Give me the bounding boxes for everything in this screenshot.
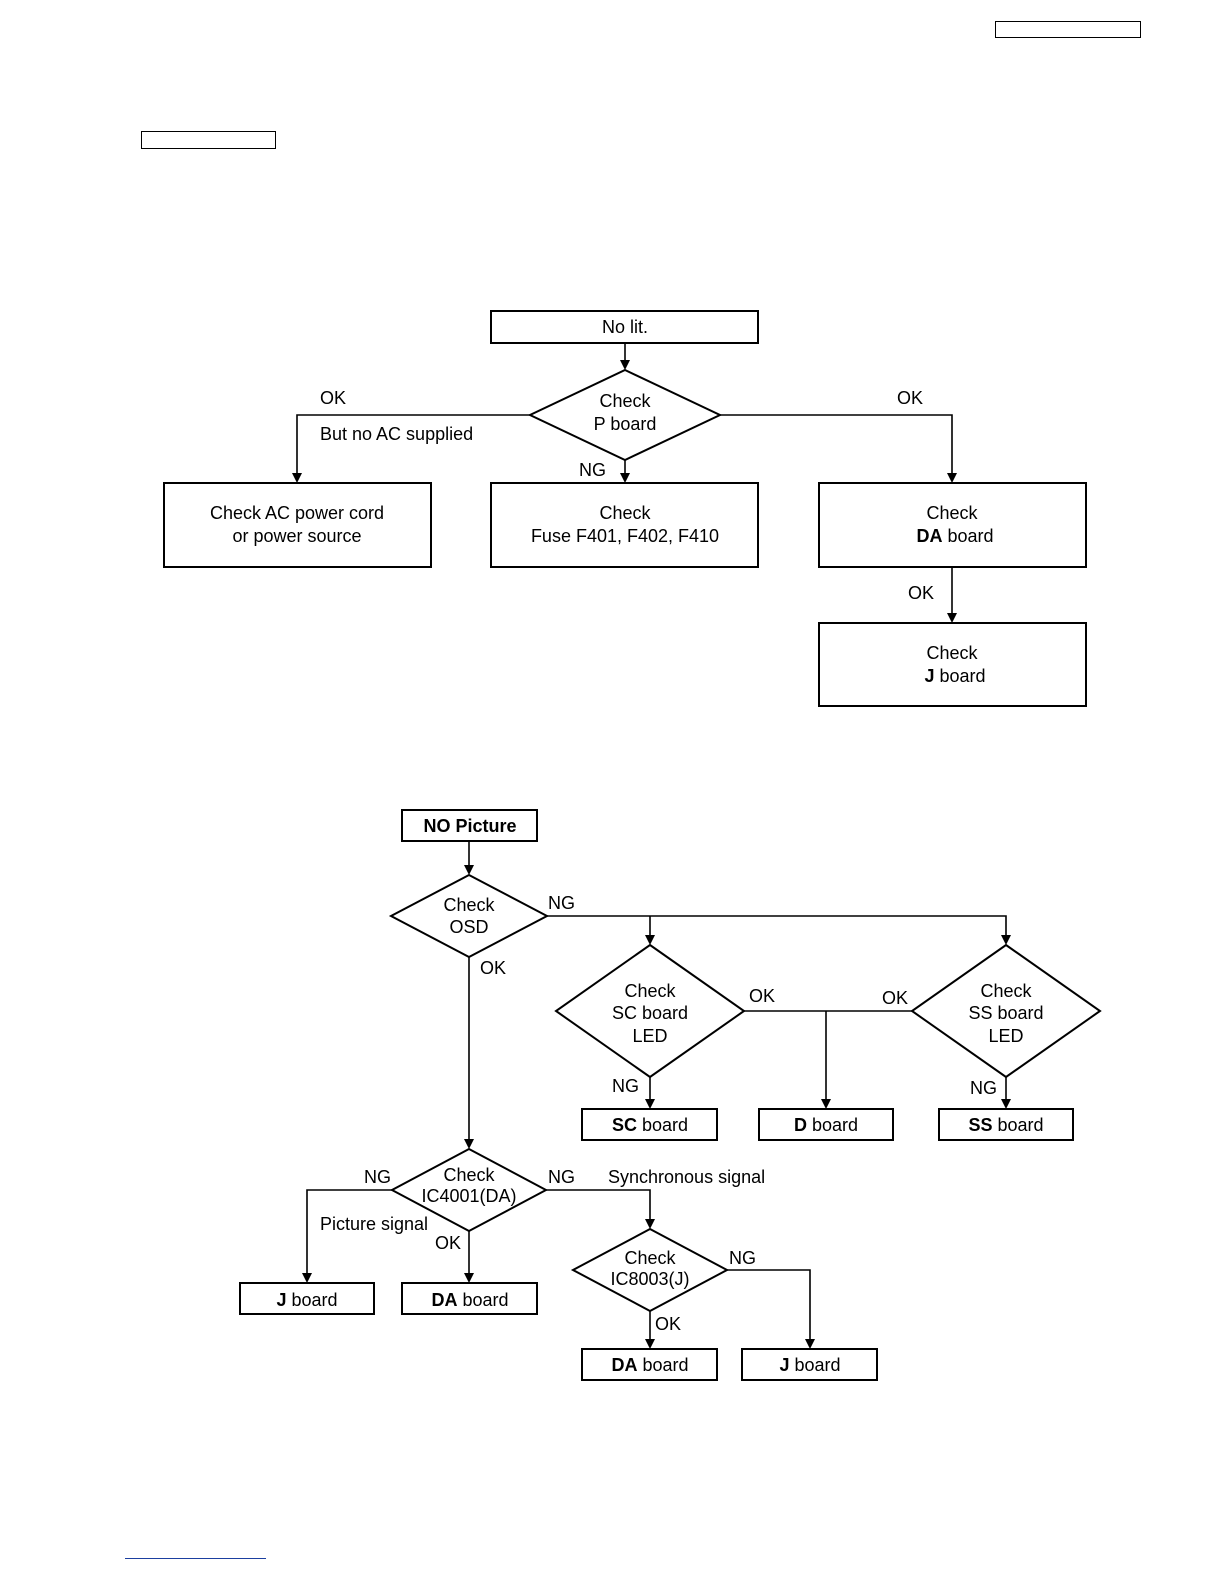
label-ok-osd: OK xyxy=(480,958,506,978)
box-check-fuse xyxy=(490,482,759,568)
da-box-line2: DA board xyxy=(916,526,993,546)
decision-osd-line1: Check xyxy=(443,895,495,915)
decision-p-line1: Check xyxy=(599,391,651,411)
arrow-down xyxy=(620,360,630,370)
decision-ss-line2: SS board xyxy=(968,1003,1043,1023)
arrow-down xyxy=(292,473,302,483)
j-box-line2: J board xyxy=(924,666,985,686)
label-ok-sc: OK xyxy=(749,986,775,1006)
arrow-down xyxy=(1001,935,1011,945)
da-board-2-label: DA board xyxy=(611,1355,688,1375)
box-da-board-1 xyxy=(401,1282,538,1315)
label-ng-ic4001-right: NG xyxy=(548,1167,575,1187)
decision-osd-line2: OSD xyxy=(449,917,488,937)
label-ok-ic8003: OK xyxy=(655,1314,681,1334)
arrow-down xyxy=(821,1099,831,1109)
footer-link-line xyxy=(125,1558,266,1559)
label-ng-down: NG xyxy=(579,460,606,480)
label-synchronous-signal: Synchronous signal xyxy=(608,1167,765,1187)
decision-sc-line3: LED xyxy=(632,1026,667,1046)
decision-ss-line1: Check xyxy=(980,981,1032,1001)
box-sc-board xyxy=(581,1108,718,1141)
box-j-board-1 xyxy=(239,1282,375,1315)
start-label-no-picture: NO Picture xyxy=(423,816,516,836)
box-da-board-2 xyxy=(581,1348,718,1381)
label-ng-osd: NG xyxy=(548,893,575,913)
arrow-down xyxy=(302,1273,312,1283)
decision-ic8003-line2: IC8003(J) xyxy=(610,1269,689,1289)
label-ng-ic4001-left: NG xyxy=(364,1167,391,1187)
ac-box-line2: or power source xyxy=(232,526,361,546)
header-label-box-right xyxy=(995,21,1141,38)
start-box-no-picture xyxy=(401,809,538,842)
da-box-line1: Check xyxy=(926,503,978,523)
box-check-ac-power xyxy=(163,482,432,568)
label-ng-ic8003: NG xyxy=(729,1248,756,1268)
box-check-j-board xyxy=(818,622,1087,707)
label-ok-ic4001: OK xyxy=(435,1233,461,1253)
ss-board-label: SS board xyxy=(968,1115,1043,1135)
arrow-down xyxy=(645,1219,655,1229)
flowchart-no-picture: NO Picture Check OSD NG OK Check SC boar… xyxy=(239,809,1102,1381)
arrow-down xyxy=(805,1339,815,1349)
box-ss-board xyxy=(938,1108,1074,1141)
da-board-1-label: DA board xyxy=(431,1290,508,1310)
arrow-down xyxy=(620,473,630,483)
decision-check-osd xyxy=(388,873,550,959)
ac-box-line1: Check AC power cord xyxy=(210,503,384,523)
j-board-2-label: J board xyxy=(779,1355,840,1375)
start-box-no-lit xyxy=(490,310,759,344)
arrow-down xyxy=(464,1139,474,1149)
start-label-no-lit: No lit. xyxy=(602,317,648,337)
j-box-line1: Check xyxy=(926,643,978,663)
decision-ic8003-line1: Check xyxy=(624,1248,676,1268)
section-label-box xyxy=(141,131,276,149)
arrow-down xyxy=(645,1339,655,1349)
label-ok-left: OK xyxy=(320,388,346,408)
arrow-down xyxy=(464,1273,474,1283)
fuse-box-title: Check xyxy=(599,503,651,523)
arrow-down xyxy=(947,613,957,623)
decision-p-line2: P board xyxy=(594,414,657,434)
box-d-board xyxy=(758,1108,894,1141)
decision-ic4001-line2: IC4001(DA) xyxy=(421,1186,516,1206)
decision-ic4001-line1: Check xyxy=(443,1165,495,1185)
flowchart-no-lit: No lit. Check P board OK But no AC suppl… xyxy=(163,310,1087,707)
box-j-board-2 xyxy=(741,1348,878,1381)
j-board-1-label: J board xyxy=(276,1290,337,1310)
label-ok-right: OK xyxy=(897,388,923,408)
arrow-down xyxy=(1001,1099,1011,1109)
d-board-label: D board xyxy=(794,1115,858,1135)
label-ng-sc: NG xyxy=(612,1076,639,1096)
sc-board-label: SC board xyxy=(612,1115,688,1135)
decision-sc-line1: Check xyxy=(624,981,676,1001)
decision-ss-line3: LED xyxy=(988,1026,1023,1046)
label-ok-da: OK xyxy=(908,583,934,603)
label-ok-ss: OK xyxy=(882,988,908,1008)
label-picture-signal: Picture signal xyxy=(320,1214,428,1234)
box-check-da-board xyxy=(818,482,1087,568)
arrow-down xyxy=(645,1099,655,1109)
decision-sc-line2: SC board xyxy=(612,1003,688,1023)
fuse-box-detail: Fuse F401, F402, F410 xyxy=(531,526,719,546)
arrow-down xyxy=(645,935,655,945)
label-ng-ss: NG xyxy=(970,1078,997,1098)
arrow-down xyxy=(464,865,474,875)
arrow-down xyxy=(947,473,957,483)
label-no-ac-supplied: But no AC supplied xyxy=(320,424,473,444)
